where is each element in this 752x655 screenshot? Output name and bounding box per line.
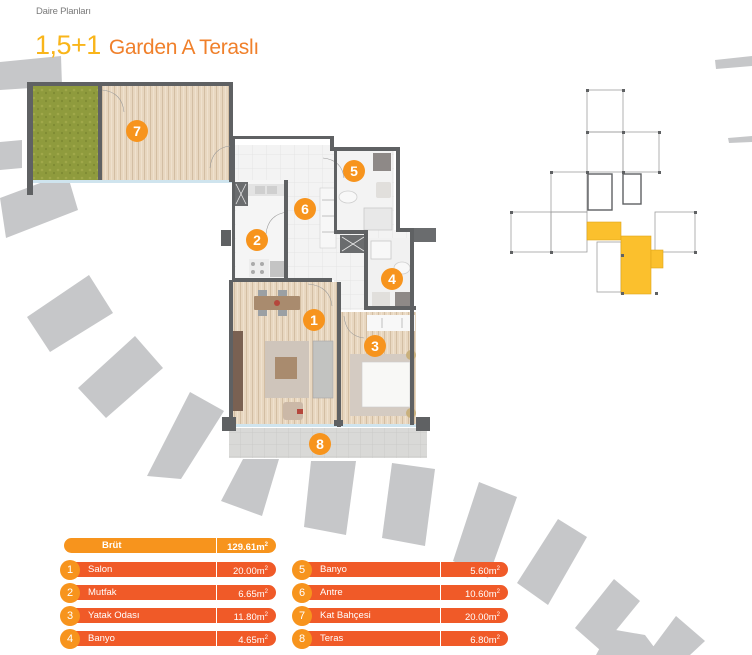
deco-block [596,629,660,655]
plan-type: 1,5+1 [35,30,101,60]
svg-text:6: 6 [301,201,309,217]
room-area: 20.00m2 [464,612,500,623]
deco-block [715,56,752,69]
room-area: 10.60m2 [464,589,500,600]
room-kat-bahcesi [27,82,233,195]
deco-block [304,461,356,535]
area-row: Salon 20.00m2 1 [60,559,276,580]
section-eyebrow: Daire Planları [36,6,91,17]
room-label: Kat Bahçesi [320,610,371,621]
room-number-badge: 5 [292,559,312,580]
room-label: Salon [88,564,113,575]
badge-7: 7 [126,120,148,142]
area-row: Mutfak 6.65m2 2 [60,582,276,603]
svg-text:7: 7 [133,123,141,139]
deco-block [728,136,752,143]
badge-1: 1 [303,309,325,331]
room-label: Mutfak [88,587,117,598]
room-label: Yatak Odası [88,610,140,621]
gross-label: Brüt [102,540,122,551]
deco-block [78,336,163,418]
page-title: 1,5+1 Garden A Teraslı [35,30,259,61]
room-badges: 7 5 6 2 4 1 3 8 [126,120,403,455]
deco-block [0,140,22,170]
room-area: 20.00m2 [232,566,268,577]
badge-2: 2 [246,229,268,251]
badge-3: 3 [364,335,386,357]
deco-block [382,463,435,546]
room-number-badge: 2 [60,582,80,603]
room-number-badge: 4 [60,628,80,649]
room-label: Banyo [320,564,347,575]
area-row: Banyo 5.60m2 5 [292,559,508,580]
deco-block [647,616,705,655]
room-area: 4.65m2 [238,635,268,646]
deco-block [0,173,78,238]
room-area: 5.60m2 [470,566,500,577]
room-label: Antre [320,587,343,598]
deco-block [575,579,640,650]
room-label: Teras [320,633,344,644]
badge-8: 8 [309,433,331,455]
svg-text:8: 8 [316,436,324,452]
room-number-badge: 8 [292,628,312,649]
walls [221,136,436,431]
wardrobe [319,187,337,249]
gross-area-row: Brüt 129.61m2 [64,538,276,553]
badge-4: 4 [381,268,403,290]
room-number-badge: 1 [60,559,80,580]
deco-block [221,459,279,516]
area-row: Teras 6.80m2 8 [292,628,508,649]
deco-block [0,56,62,90]
key-plan [510,89,697,295]
room-area: 6.80m2 [470,635,500,646]
deco-block [27,275,113,352]
svg-text:4: 4 [388,271,396,287]
area-row: Antre 10.60m2 6 [292,582,508,603]
area-row: Banyo 4.65m2 4 [60,628,276,649]
svg-text:2: 2 [253,232,261,248]
room-mutfak [234,180,289,280]
room-area: 11.80m2 [233,612,268,623]
svg-text:5: 5 [350,163,358,179]
area-row: Yatak Odası 11.80m2 3 [60,605,276,626]
room-number-badge: 7 [292,605,312,626]
gross-value: 129.61m2 [227,542,268,553]
badge-6: 6 [294,198,316,220]
room-number-badge: 6 [292,582,312,603]
room-number-badge: 3 [60,605,80,626]
room-label: Banyo [88,633,115,644]
deco-block [147,392,224,479]
svg-text:1: 1 [310,312,318,328]
area-row: Kat Bahçesi 20.00m2 7 [292,605,508,626]
room-yatak-odasi [340,312,416,425]
unit-highlight [586,221,664,295]
deco-block [517,519,587,605]
room-area: 6.65m2 [238,589,268,600]
plan-name: Garden A Teraslı [108,36,259,59]
room-salon [232,282,337,425]
badge-5: 5 [343,160,365,182]
room-banyo-5 [322,150,393,231]
deco-block [453,482,517,578]
svg-text:3: 3 [371,338,379,354]
